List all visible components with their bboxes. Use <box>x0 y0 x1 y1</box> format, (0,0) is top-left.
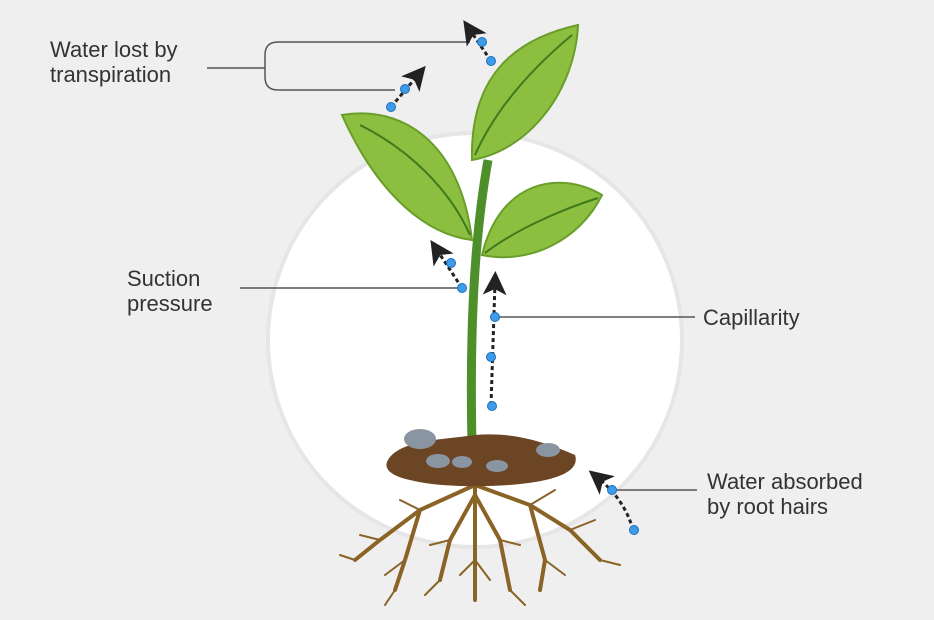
label-capillarity: Capillarity <box>703 305 800 330</box>
stem <box>466 159 493 446</box>
water-flow-arrows <box>389 20 635 531</box>
water-drops <box>386 37 639 535</box>
top-leaf <box>470 23 580 162</box>
label-transpiration-line1: Water lost by <box>50 37 178 62</box>
left-leaf <box>340 112 474 242</box>
leader-lines <box>207 41 697 491</box>
soil <box>386 429 576 487</box>
label-transpiration: Water lost by transpiration <box>50 37 178 87</box>
leaves <box>340 23 604 259</box>
label-suction-line1: Suction <box>127 266 201 291</box>
label-root-hairs: Water absorbed by root hairs <box>707 469 863 519</box>
transpiration-bracket <box>207 41 470 91</box>
label-suction-line2: pressure <box>127 291 213 316</box>
label-root-hairs-line1: Water absorbed <box>707 469 863 494</box>
label-transpiration-line2: transpiration <box>50 62 172 87</box>
label-suction-pressure: Suction pressure <box>127 266 213 316</box>
label-root-hairs-line2: by root hairs <box>707 494 829 519</box>
